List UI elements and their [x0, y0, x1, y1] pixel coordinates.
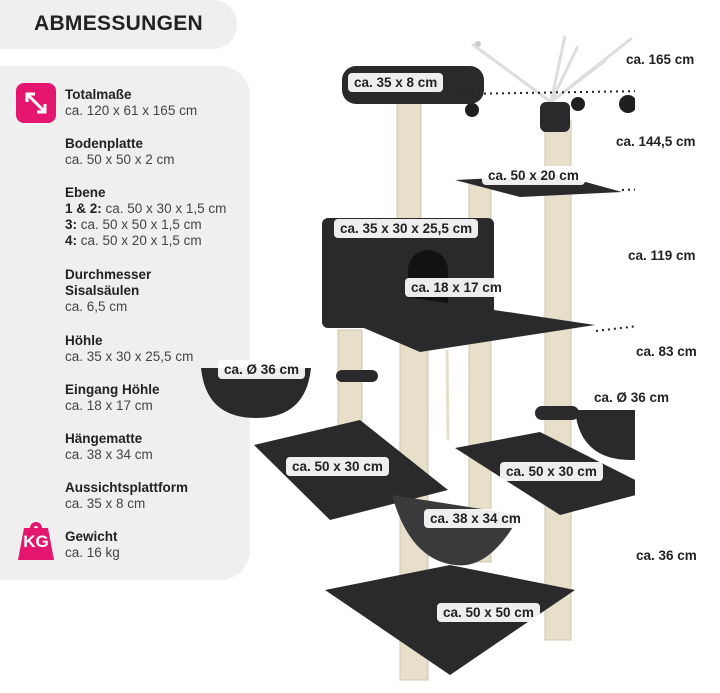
cave-rope — [445, 349, 450, 441]
spec-label: Eingang Höhle — [65, 382, 160, 397]
tag-entrance: ca. 18 x 17 cm — [405, 278, 508, 297]
spec-panel — [0, 66, 250, 580]
tag-level4: ca. 50 x 20 cm — [482, 166, 585, 185]
height-label: ca. 83 cm — [636, 344, 697, 359]
spec-label: Sisalsäulen — [65, 283, 140, 298]
title-box — [0, 0, 237, 49]
tag-basket-right: ca. Ø 36 cm — [588, 388, 676, 407]
spec-base: Bodenplatte ca. 50 x 50 x 2 cm — [65, 136, 175, 168]
tag-basket-left: ca. Ø 36 cm — [218, 360, 306, 379]
spec-label: Gewicht — [65, 529, 118, 544]
tag-hammock: ca. 38 x 34 cm — [424, 509, 527, 528]
spec-cave: Höhle ca. 35 x 30 x 25,5 cm — [65, 333, 193, 365]
height-label: ca. 165 cm — [626, 52, 695, 67]
level-row: 3: ca. 50 x 50 x 1,5 cm — [65, 217, 202, 232]
spec-value: ca. 50 x 50 x 2 cm — [65, 152, 175, 167]
spec-value: ca. 35 x 30 x 25,5 cm — [65, 349, 194, 364]
spec-label: Höhle — [65, 333, 103, 348]
page-title: ABMESSUNGEN — [34, 12, 203, 35]
spec-value: ca. 38 x 34 cm — [65, 447, 153, 462]
spec-label: Durchmesser — [65, 267, 152, 282]
spec-sisal: Durchmesser Sisalsäulen ca. 6,5 cm — [65, 267, 151, 315]
spec-entrance: Eingang Höhle ca. 18 x 17 cm — [65, 382, 160, 414]
spec-label: Hängematte — [65, 431, 143, 446]
kg-weight-icon: KG — [16, 518, 56, 562]
spec-value: ca. 6,5 cm — [65, 299, 128, 314]
spec-hammock: Hängematte ca. 38 x 34 cm — [65, 431, 153, 463]
spec-value: ca. 18 x 17 cm — [65, 398, 153, 413]
tag-level2: ca. 50 x 30 cm — [500, 462, 603, 481]
tag-base: ca. 50 x 50 cm — [437, 603, 540, 622]
spec-total: Totalmaße ca. 120 x 61 x 165 cm — [65, 87, 197, 119]
toy-wires — [471, 35, 633, 104]
spec-weight: Gewicht ca. 16 kg — [65, 529, 120, 561]
height-label: ca. 36 cm — [636, 548, 697, 563]
tag-level1: ca. 50 x 30 cm — [286, 457, 389, 476]
spec-value: ca. 16 kg — [65, 545, 120, 560]
kg-label: KG — [23, 532, 49, 551]
height-label: ca. 119 cm — [628, 248, 696, 263]
spec-value: ca. 120 x 61 x 165 cm — [65, 103, 198, 118]
spec-lookout: Aussichtsplattform ca. 35 x 8 cm — [65, 480, 188, 512]
cat-tree-illustration — [201, 35, 635, 681]
hanging-balls — [465, 41, 635, 117]
height-guides — [459, 90, 635, 332]
spec-label: Aussichtsplattform — [65, 480, 189, 495]
tag-cave: ca. 35 x 30 x 25,5 cm — [334, 219, 479, 238]
spec-levels: Ebene 1 & 2: ca. 50 x 30 x 1,5 cm 3: ca.… — [65, 185, 226, 249]
spec-value: ca. 35 x 8 cm — [65, 496, 146, 511]
tag-lookout: ca. 35 x 8 cm — [348, 73, 444, 92]
spec-label: Ebene — [65, 185, 106, 200]
spec-label: Totalmaße — [65, 87, 132, 102]
level-row: 4: ca. 50 x 20 x 1,5 cm — [65, 233, 202, 248]
diagonal-arrow-icon — [16, 83, 56, 123]
level-row: 1 & 2: ca. 50 x 30 x 1,5 cm — [65, 201, 227, 216]
spec-label: Bodenplatte — [65, 136, 144, 151]
height-label: ca. 144,5 cm — [616, 134, 696, 149]
